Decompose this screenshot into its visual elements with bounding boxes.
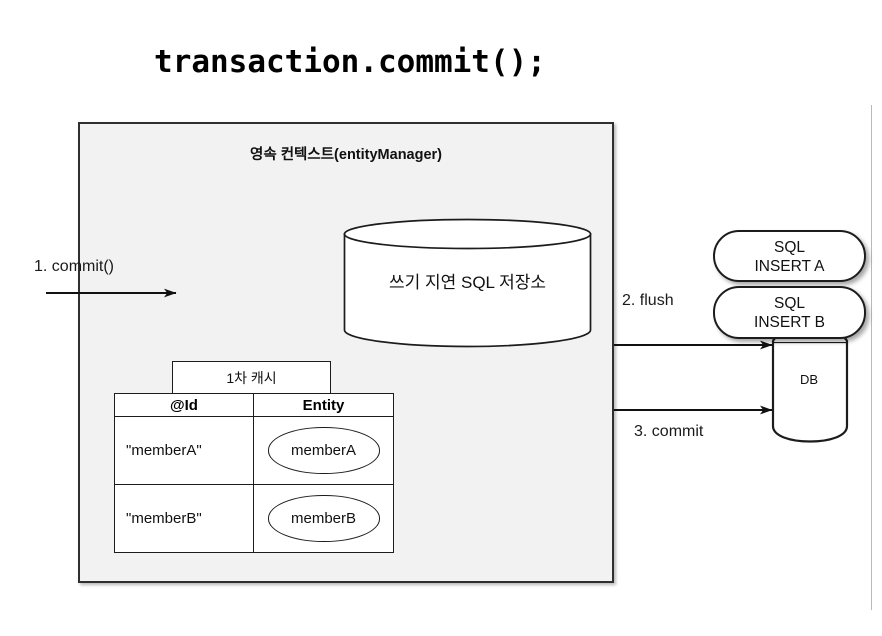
entity-ellipse: memberB — [267, 495, 380, 542]
sql-insert-a-box: SQL INSERT A — [713, 230, 866, 282]
slide-edge-rule — [871, 105, 872, 610]
sql-store-label: 쓰기 지연 SQL 저장소 — [388, 273, 547, 292]
sql-insert-a-line1: SQL — [773, 239, 805, 256]
column-header-entity: Entity — [253, 393, 394, 417]
table-row: "memberB" memberB — [114, 484, 394, 553]
sql-insert-b-line2: INSERT B — [754, 314, 825, 331]
arrow-label-commit: 1. commit() — [34, 258, 114, 275]
table-row: "memberA" memberA — [114, 416, 394, 485]
sql-insert-b-box: SQL INSERT B — [713, 286, 866, 339]
cell-id: "memberB" — [114, 484, 254, 553]
cell-entity: memberB — [253, 484, 394, 553]
first-level-cache-tag: 1차 캐시 — [172, 361, 331, 394]
first-level-cache-table: @Id Entity "memberA" memberA "memberB" m… — [114, 393, 394, 553]
arrow-label-flush: 2. flush — [622, 292, 674, 309]
cell-id: "memberA" — [114, 416, 254, 485]
entity-ellipse: memberA — [267, 427, 380, 474]
persistence-context-title: 영속 컨텍스트(entityManager) — [249, 147, 443, 163]
sql-insert-b-line1: SQL — [773, 295, 805, 312]
table-header-row: @Id Entity — [114, 393, 394, 417]
database-cylinder-icon — [770, 331, 850, 444]
page-title: transaction.commit(); — [154, 44, 546, 80]
column-header-id: @Id — [114, 393, 254, 417]
cell-entity: memberA — [253, 416, 394, 485]
arrow-label-commit3: 3. commit — [634, 423, 704, 440]
database-label: DB — [799, 372, 819, 387]
sql-insert-a-line2: INSERT A — [754, 258, 825, 275]
sql-store-cylinder-icon — [343, 218, 592, 348]
